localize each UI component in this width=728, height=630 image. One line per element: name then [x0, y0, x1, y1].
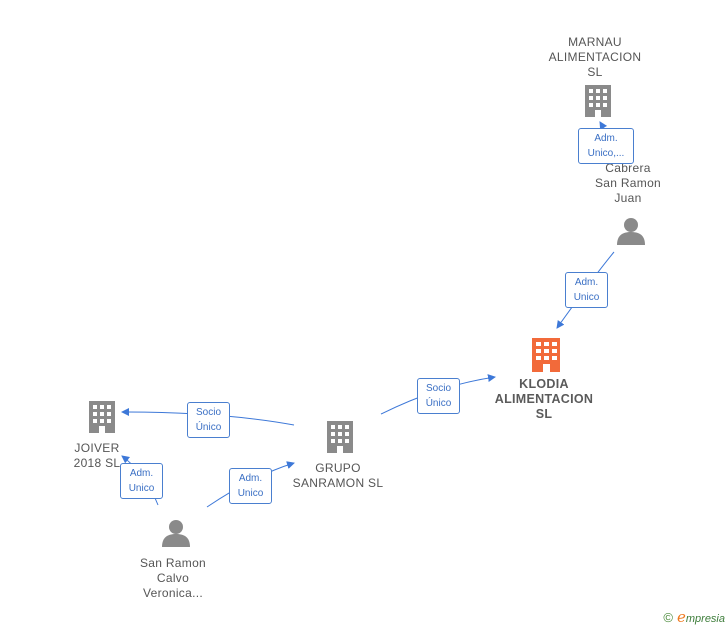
- brand-name: mpresia: [685, 613, 725, 625]
- node-label-klodia[interactable]: KLODIA ALIMENTACION SL: [494, 377, 594, 421]
- node-label-grupo[interactable]: GRUPO SANRAMON SL: [292, 461, 384, 490]
- node-label-sanramon[interactable]: San Ramon Calvo Veronica...: [139, 556, 207, 600]
- edge-label-grupo-joiver: Socio Único: [187, 402, 230, 438]
- empresia-logo[interactable]: © empresia: [663, 608, 725, 626]
- edge-label-cabrera-klodia: Adm. Unico: [565, 272, 608, 308]
- building-icon[interactable]: [584, 84, 612, 123]
- edge-label-sanramon-joiver: Adm. Unico: [120, 463, 163, 499]
- node-label-cabrera[interactable]: Cabrera San Ramon Juan: [594, 161, 662, 205]
- edge-label-sanramon-grupo: Adm. Unico: [229, 468, 272, 504]
- person-icon[interactable]: [161, 518, 191, 553]
- building-icon[interactable]: [88, 400, 116, 439]
- person-icon[interactable]: [616, 216, 646, 251]
- node-label-marnau[interactable]: MARNAU ALIMENTACION SL: [548, 35, 642, 79]
- building-icon[interactable]: [531, 337, 561, 378]
- edge-label-cabrera-marnau: Adm. Unico,...: [578, 128, 634, 164]
- building-icon[interactable]: [326, 420, 354, 459]
- edge-label-grupo-klodia: Socio Único: [417, 378, 460, 414]
- copyright-icon: ©: [663, 609, 673, 625]
- brand-initial: e: [676, 608, 686, 626]
- node-label-joiver[interactable]: JOIVER 2018 SL: [73, 441, 121, 470]
